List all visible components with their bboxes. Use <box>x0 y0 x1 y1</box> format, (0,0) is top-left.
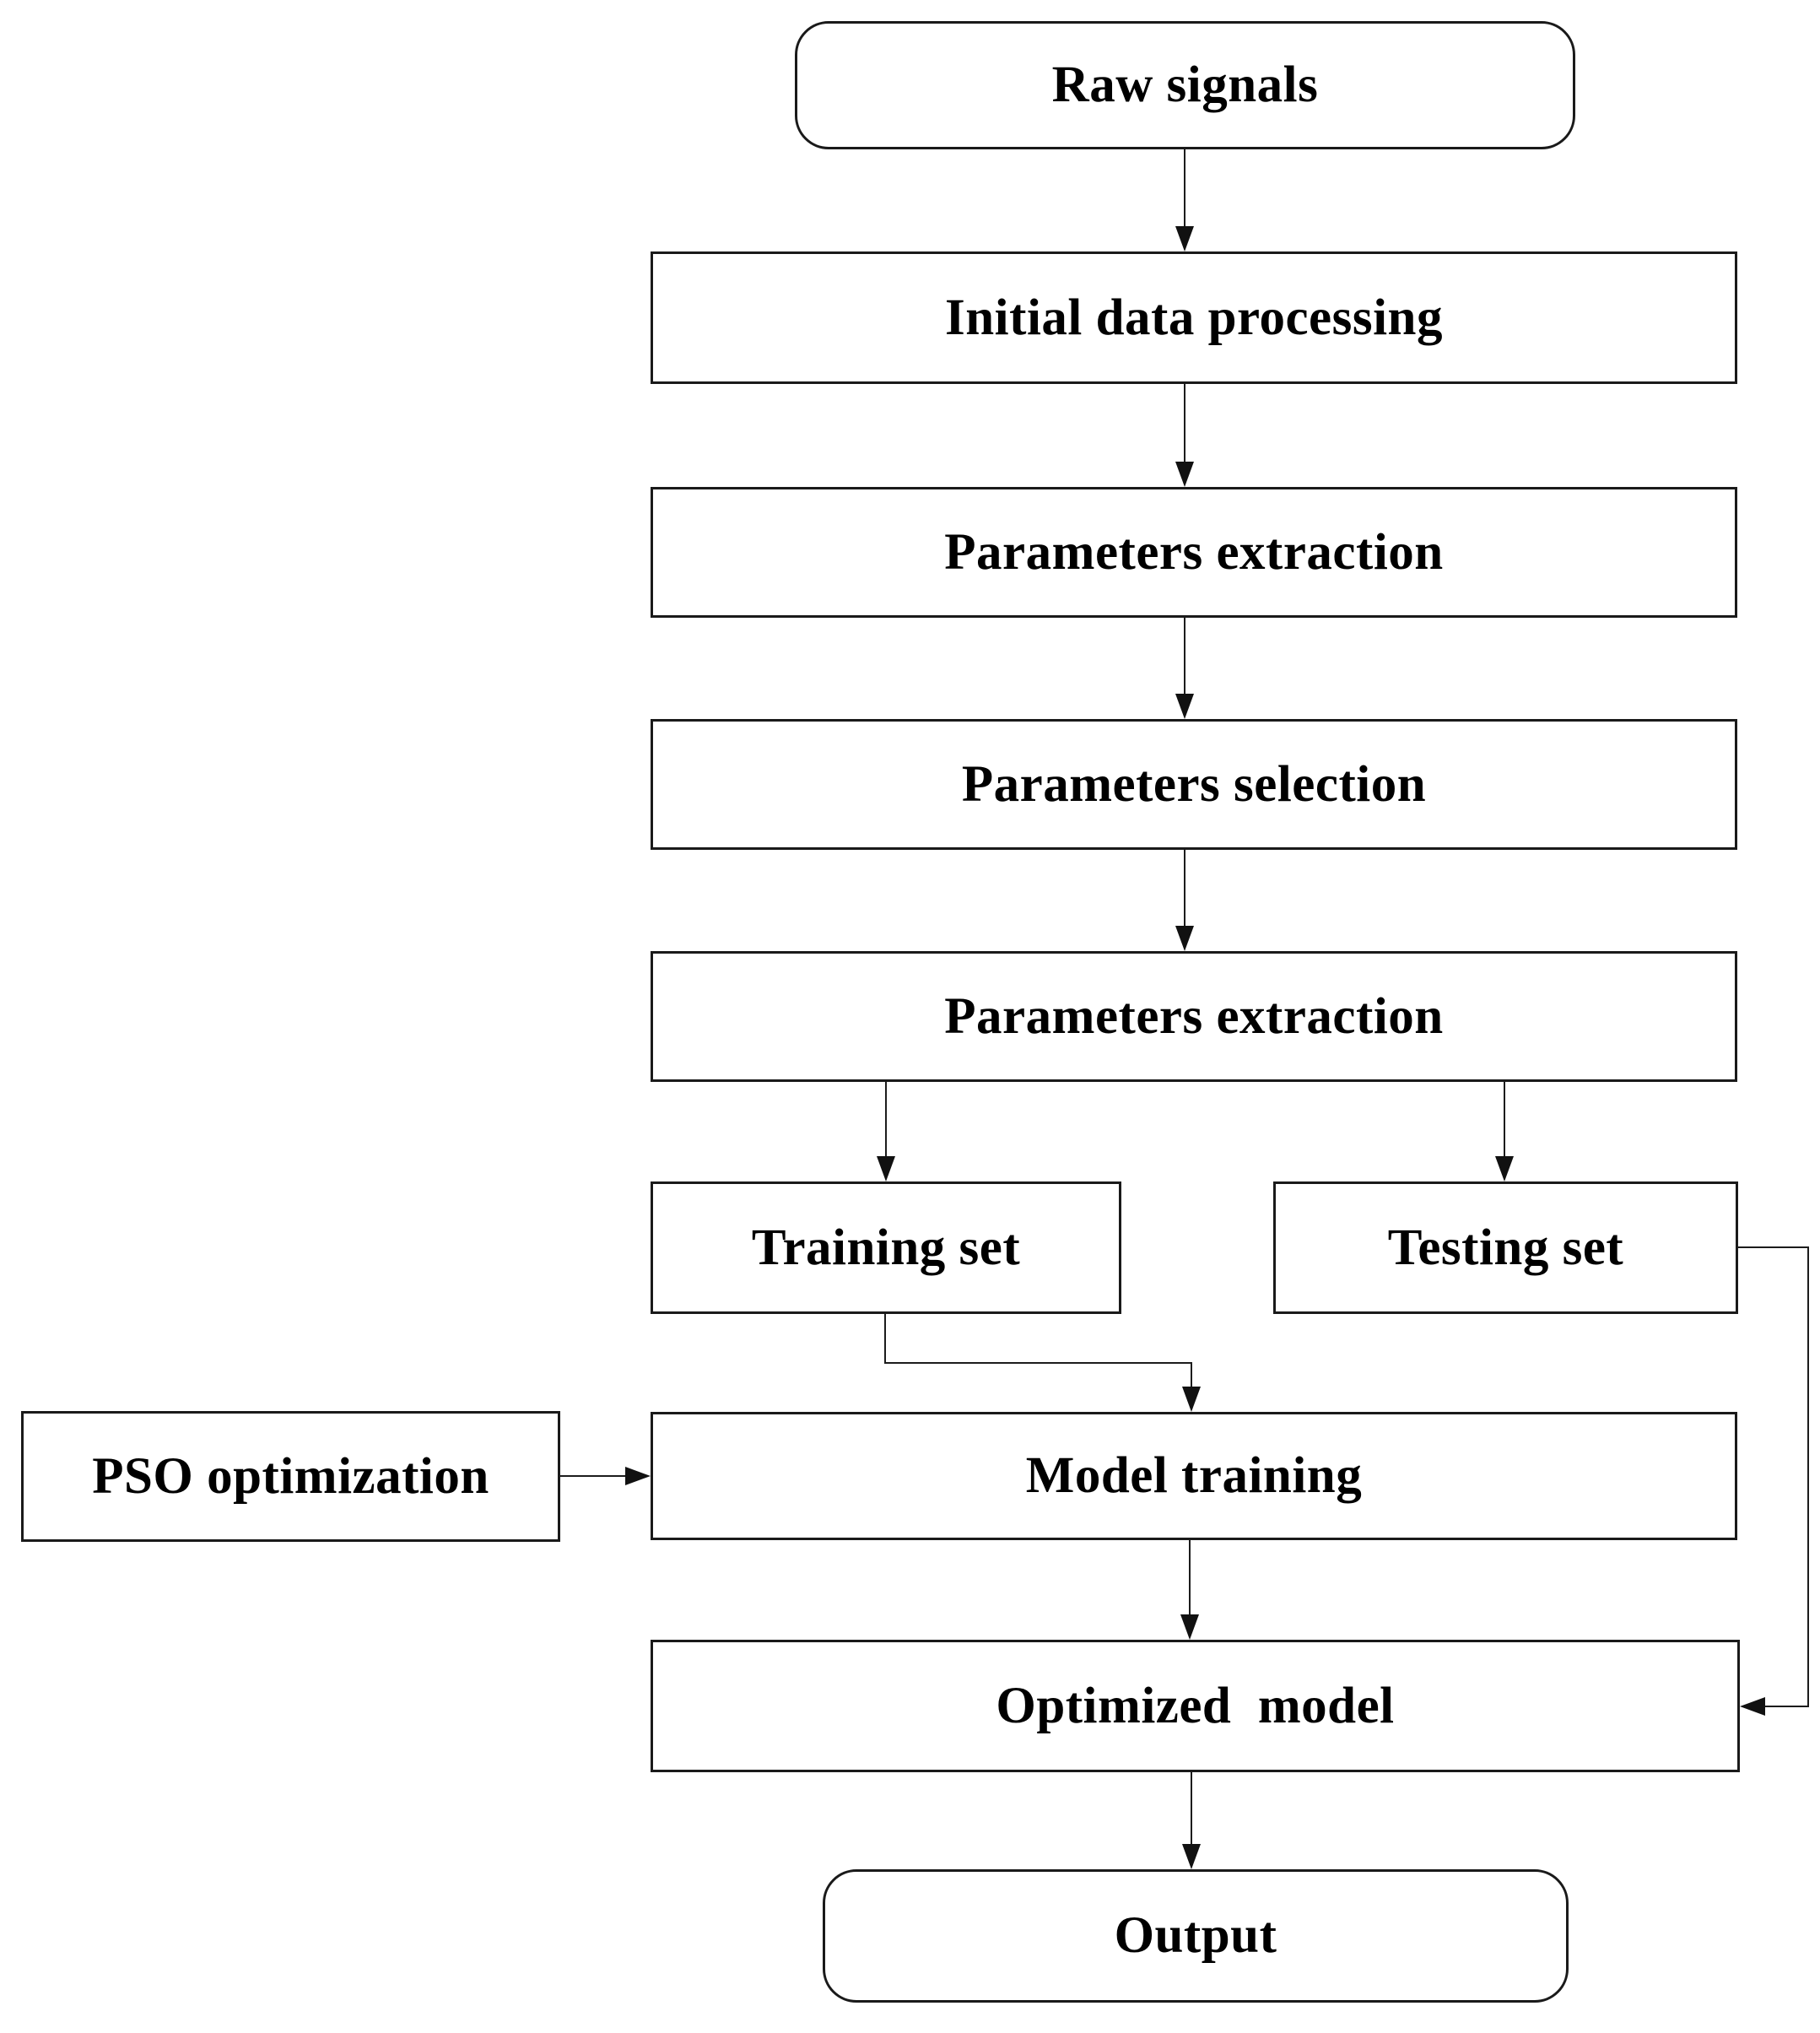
node-parameters-selection: Parameters selection <box>651 719 1737 850</box>
arrowhead-right-icon <box>625 1467 651 1485</box>
edge-optimized-to-output <box>1191 1772 1192 1848</box>
edge-training-to-model-h <box>884 1362 1192 1364</box>
arrowhead-down-icon <box>1175 694 1194 719</box>
node-model-training: Model training <box>651 1412 1737 1540</box>
edge-pext2-to-testing <box>1504 1082 1505 1160</box>
edge-pso-to-model <box>560 1475 626 1477</box>
node-raw-signals: Raw signals <box>795 21 1575 149</box>
arrowhead-down-icon <box>1182 1387 1201 1412</box>
edge-initial-to-pext1 <box>1184 384 1185 465</box>
node-parameters-extraction-2: Parameters extraction <box>651 951 1737 1082</box>
edge-pext1-to-psel <box>1184 618 1185 697</box>
edge-pext2-to-training <box>885 1082 887 1160</box>
edge-testing-to-optimized-h1 <box>1738 1246 1809 1248</box>
edge-raw-to-initial <box>1184 149 1185 230</box>
arrowhead-left-icon <box>1740 1697 1765 1716</box>
edge-model-to-optimized <box>1189 1540 1191 1618</box>
node-optimized-model: Optimized model <box>651 1640 1740 1772</box>
arrowhead-down-icon <box>1175 462 1194 487</box>
node-output: Output <box>823 1869 1569 2003</box>
node-pso-optimization: PSO optimization <box>21 1411 560 1542</box>
node-testing-set: Testing set <box>1273 1181 1738 1314</box>
edge-psel-to-pext2 <box>1184 850 1185 929</box>
node-training-set: Training set <box>651 1181 1121 1314</box>
edge-training-to-model-v1 <box>884 1314 886 1364</box>
node-initial-data-processing: Initial data processing <box>651 251 1737 384</box>
arrowhead-down-icon <box>1182 1844 1201 1869</box>
arrowhead-down-icon <box>1175 226 1194 251</box>
edge-training-to-model-v2 <box>1191 1362 1192 1390</box>
edge-testing-to-optimized-h2 <box>1765 1706 1809 1707</box>
arrowhead-down-icon <box>1180 1614 1199 1640</box>
edge-testing-to-optimized-v <box>1807 1246 1809 1707</box>
arrowhead-down-icon <box>877 1156 895 1181</box>
arrowhead-down-icon <box>1495 1156 1514 1181</box>
node-parameters-extraction-1: Parameters extraction <box>651 487 1737 618</box>
arrowhead-down-icon <box>1175 926 1194 951</box>
